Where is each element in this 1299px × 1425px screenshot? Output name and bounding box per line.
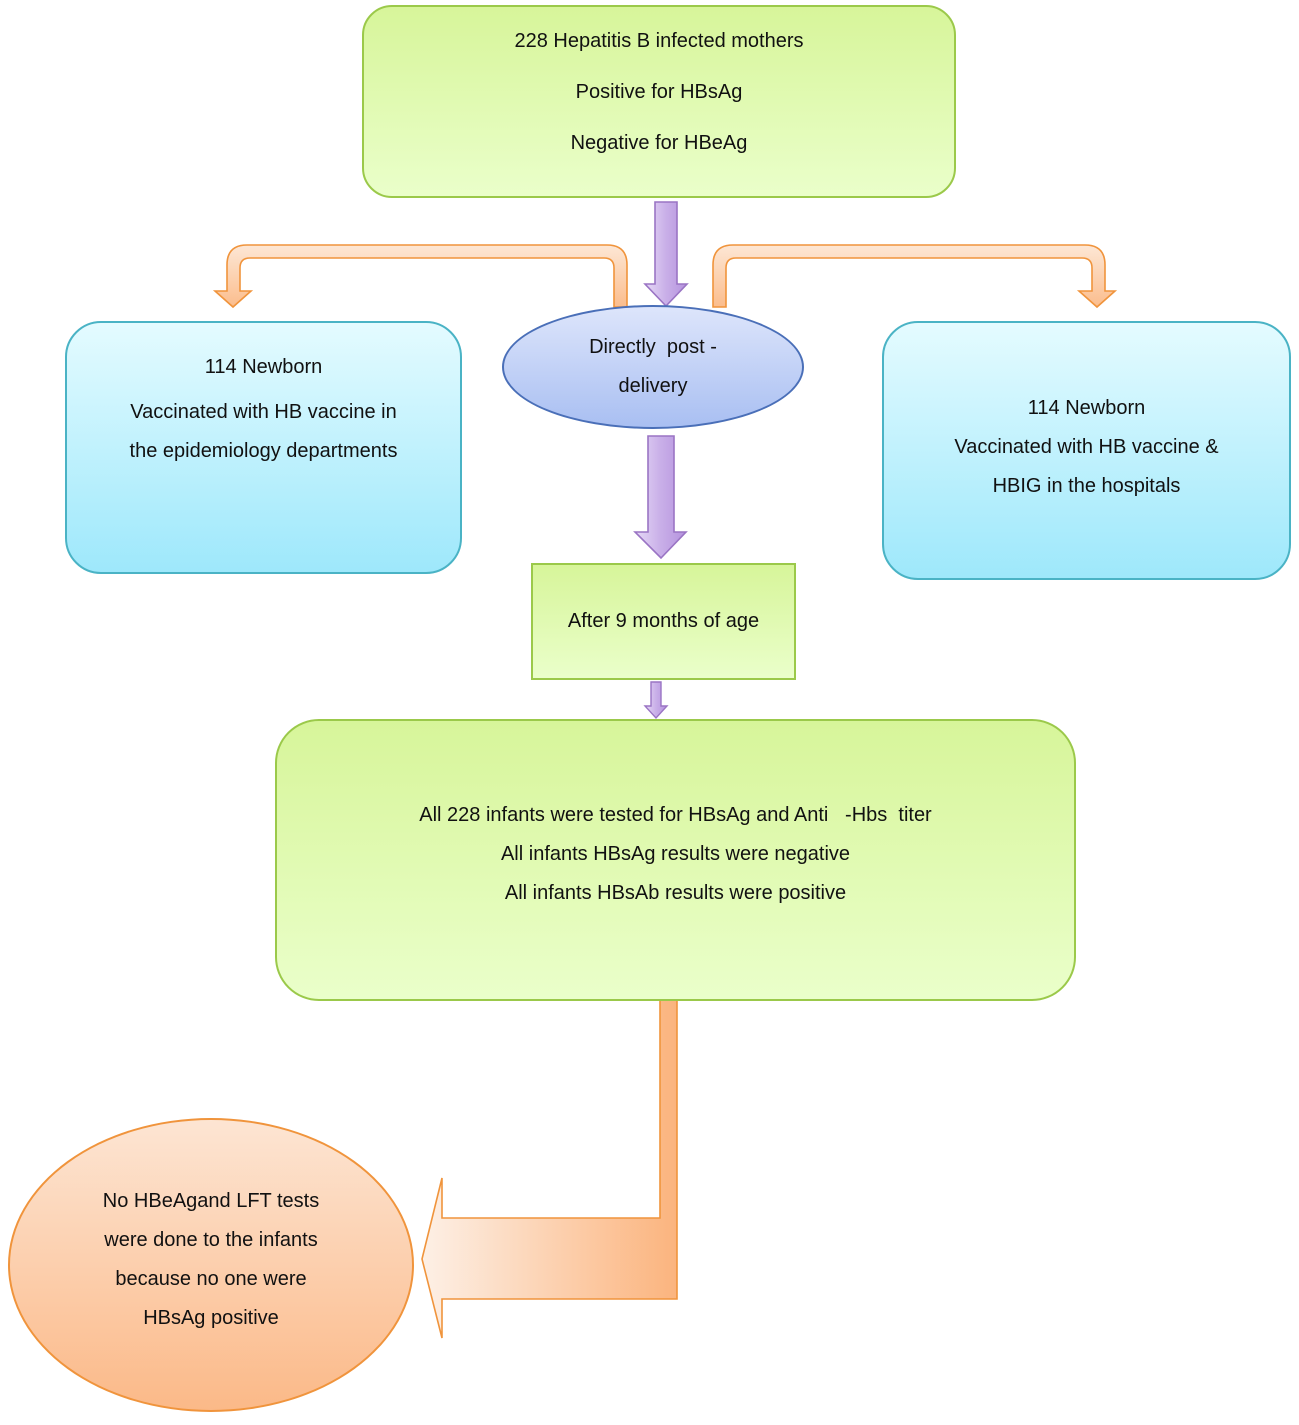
mothers-line: 228 Hepatitis B infected mothers [514, 30, 804, 52]
arrow-mothers-to-delivery [643, 201, 689, 308]
no-tests-line: HBsAg positive [143, 1307, 279, 1329]
right-newborn-line: Vaccinated with HB vaccine & [954, 436, 1219, 458]
mothers-line: Positive for HBsAg [575, 81, 743, 103]
results-box: All 228 infants were tested for HBsAg an… [275, 719, 1076, 1001]
results-line: All 228 infants were tested for HBsAg an… [419, 804, 932, 826]
left-newborn-line: the epidemiology departments [129, 440, 398, 462]
right-newborn-line: 114 Newborn [1027, 397, 1146, 419]
results-line: All infants HBsAb results were positive [504, 882, 847, 904]
arrow-delivery-to-right-newborn [712, 244, 1118, 309]
delivery-line: delivery [618, 375, 688, 397]
arrow-nine-months-to-results [643, 681, 669, 720]
right-newborn-box: 114 Newborn Vaccinated with HB vaccine &… [882, 321, 1291, 580]
arrow-delivery-to-nine-months [633, 435, 688, 560]
no-tests-line: No HBeAgand LFT tests [102, 1190, 320, 1212]
arrow-delivery-to-left-newborn [212, 244, 628, 309]
delivery-line: Directly post - [589, 336, 717, 358]
nine-months-box: After 9 months of age [531, 563, 796, 680]
mothers-box: 228 Hepatitis B infected mothers Positiv… [362, 5, 956, 198]
no-tests-ellipse: No HBeAgand LFT tests were done to the i… [8, 1118, 414, 1412]
delivery-ellipse: Directly post - delivery [502, 305, 804, 429]
left-newborn-box: 114 Newborn Vaccinated with HB vaccine i… [65, 321, 462, 574]
no-tests-line: because no one were [115, 1268, 307, 1290]
results-line: All infants HBsAg results were negative [500, 843, 851, 865]
nine-months-line: After 9 months of age [567, 610, 760, 632]
right-newborn-line: HBIG in the hospitals [992, 475, 1181, 497]
no-tests-line: were done to the infants [104, 1229, 318, 1251]
arrow-results-to-no-tests [421, 964, 678, 1339]
left-newborn-line: 114 Newborn [204, 356, 323, 378]
mothers-line: Negative for HBeAg [570, 132, 748, 154]
left-newborn-line: Vaccinated with HB vaccine in [130, 401, 397, 423]
